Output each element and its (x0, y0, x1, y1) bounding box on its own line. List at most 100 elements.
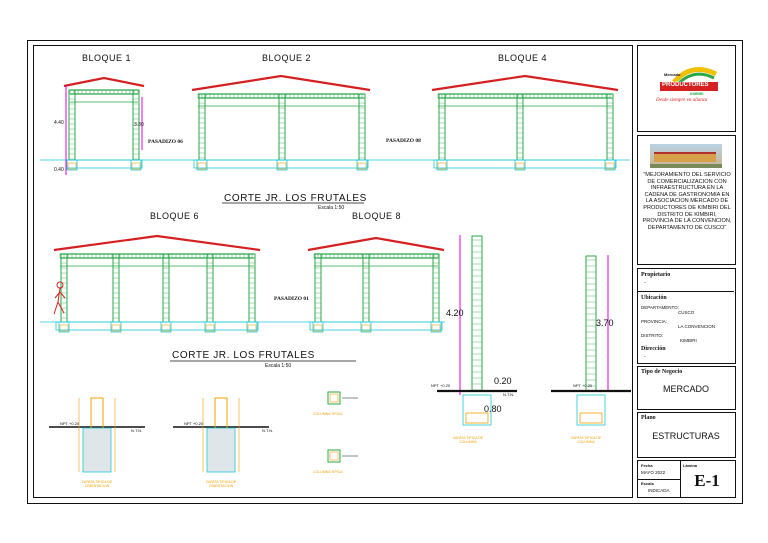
roof-line (307, 236, 445, 252)
foundation-beam (193, 159, 369, 169)
footing (312, 321, 324, 333)
dimension-label-080: 0.80 (484, 404, 502, 414)
foundation-beam (55, 321, 259, 331)
plano-value: ESTRUCTURAS (652, 431, 720, 441)
portal-frame (431, 74, 619, 171)
column (198, 93, 206, 161)
tipo-negocio-label: Tipo de Negocio (641, 369, 683, 375)
distrito-value: KIMBIRI (680, 338, 697, 343)
title-block-project-box: "MEJORAMIENTO DEL SERVICIO DE COMERCIALI… (637, 135, 736, 265)
title-block-plano-box: Plano ESTRUCTURAS (637, 412, 736, 458)
footing (436, 159, 448, 171)
scale-note: Escala 1:50 (265, 363, 292, 369)
ntn-label: N.T.N. (503, 392, 515, 397)
title-block-sheet-box: Fecha MAYO 2022 Escala INDICADA Lámina E… (637, 460, 736, 498)
footing-fill (206, 427, 236, 473)
block-label-6: BLOQUE 6 (150, 211, 200, 221)
footing (360, 321, 372, 333)
fecha-label: Fecha (641, 463, 653, 468)
block-label-2: BLOQUE 2 (262, 53, 312, 63)
title-block-logo-box: Mercado PRODUCTORES KIMBIRI Desde siempr… (637, 45, 736, 132)
column (358, 93, 366, 161)
title-block-location-box: Propietario - Ubicación DEPARTAMENTO: CU… (637, 268, 736, 364)
footing (276, 159, 288, 171)
lamina-label: Lámina (683, 463, 698, 468)
block-label-4: BLOQUE 4 (498, 53, 548, 63)
column (516, 93, 524, 161)
column-stub (90, 397, 104, 429)
block-label-8: BLOQUE 8 (352, 211, 402, 221)
detail-caption: COLUMNA TIPICA (313, 412, 343, 416)
propietario-value: - (644, 280, 646, 286)
provincia-value: LA CONVENCION (678, 324, 716, 329)
npt-label: NPT +0.20 (573, 383, 593, 388)
column (606, 93, 614, 161)
departamento-value: CUSCO (678, 310, 695, 315)
block-label-1: BLOQUE 1 (82, 53, 132, 63)
portal-frame (63, 76, 145, 171)
dimension-label: 4.40 (54, 120, 64, 126)
footing (130, 159, 142, 171)
ubicacion-label: Ubicación (641, 295, 667, 301)
plano-label: Plano (641, 415, 656, 421)
footing (514, 159, 526, 171)
tall-column (585, 255, 597, 392)
footing (462, 394, 492, 426)
pasadizo-label: PASADIZO 06 (148, 139, 183, 145)
column (438, 93, 446, 161)
section-title: CORTE JR. LOS FRUTALES (224, 193, 367, 204)
portal-frame (53, 234, 261, 333)
npt-label: NPT +0.20 (184, 421, 204, 426)
npt-label: NPT +0.20 (60, 421, 80, 426)
departamento-label: DEPARTAMENTO: (641, 305, 679, 310)
column-section (327, 391, 341, 405)
roof-line (431, 74, 619, 92)
portal-frame (307, 236, 445, 333)
roof-line (191, 74, 371, 92)
tall-column (471, 235, 483, 392)
detail-caption: ZAPATA TIPICA DE CIMENTACION (81, 480, 113, 488)
direccion-label: Dirección (641, 346, 666, 352)
detail-caption: ZAPATA TIPICA DE CIMENTACION (205, 480, 237, 488)
scale-note: Escala 1:50 (318, 205, 345, 211)
title-block-tipo-box: Tipo de Negocio MERCADO (637, 366, 736, 410)
person-figure (53, 281, 66, 315)
npt-label: NPT +0.20 (431, 383, 451, 388)
footing (576, 394, 606, 426)
pasadizo-label: PASADIZO 01 (274, 296, 309, 302)
drawing-area-frame (33, 45, 633, 498)
dimension-label: 0.40 (54, 167, 64, 173)
section-title: CORTE JR. LOS FRUTALES (172, 350, 315, 361)
detail-caption: ZAPATA TIPICA DE COLUMNA (570, 436, 602, 444)
direccion-value: - (644, 354, 646, 360)
ntn-label: N.T.N. (131, 428, 143, 433)
footing (246, 321, 258, 333)
footing (204, 321, 216, 333)
footing-fill (82, 427, 112, 473)
escala-label: Escala (641, 481, 654, 486)
tipo-negocio-value: MERCADO (662, 384, 709, 394)
dimension-label-020: 0.20 (494, 376, 512, 386)
lamina-value: E-1 (694, 471, 720, 490)
footing (58, 321, 70, 333)
footing (66, 159, 78, 171)
footing (604, 159, 616, 171)
dimension-label: 3.30 (134, 122, 144, 128)
project-title: "MEJORAMIENTO DEL SERVICIO DE COMERCIALI… (642, 172, 732, 231)
column (278, 93, 286, 161)
dimension-label-420: 4.20 (446, 308, 464, 318)
ntn-label: N.T.N. (262, 428, 274, 433)
detail-caption: COLUMNA TIPICA (313, 470, 343, 474)
footing (160, 321, 172, 333)
column-stub (214, 397, 228, 429)
footing (356, 159, 368, 171)
propietario-label: Propietario (641, 272, 671, 278)
detail-caption: ZAPATA TIPICA DE COLUMNA (452, 436, 484, 444)
escala-value: INDICADA (648, 488, 670, 493)
footing (430, 321, 442, 333)
roof-line (63, 76, 145, 88)
outer-frame (27, 40, 743, 504)
provincia-label: PROVINCIA: (641, 319, 668, 324)
